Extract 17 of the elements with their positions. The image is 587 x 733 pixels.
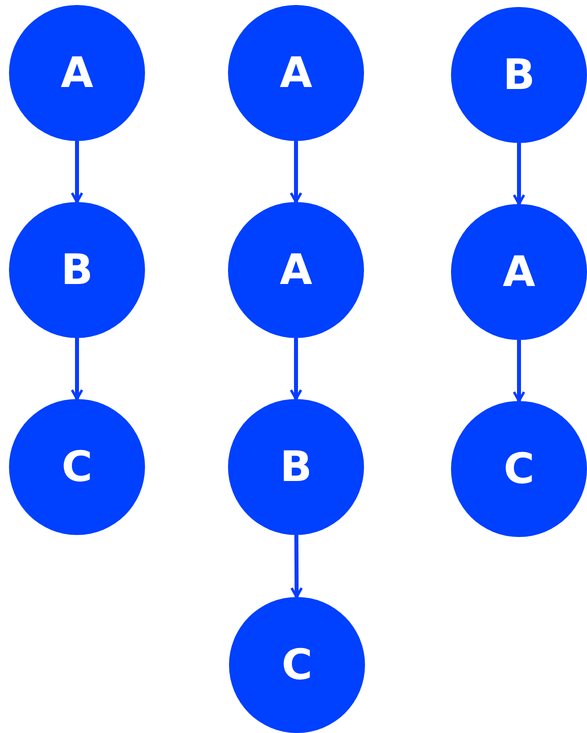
node-label: C <box>62 446 92 488</box>
arrow <box>70 338 84 400</box>
arrow <box>290 141 302 204</box>
arrow <box>512 143 526 206</box>
arrow <box>290 338 302 400</box>
node-label: A <box>280 52 312 94</box>
node-label: A <box>60 52 94 94</box>
node-label: B <box>60 249 93 291</box>
node-label: C <box>282 644 312 686</box>
node-label: C <box>504 448 534 490</box>
node-label: A <box>502 251 536 293</box>
node-label: B <box>502 54 535 96</box>
arrow <box>70 141 84 204</box>
node-label: B <box>280 446 312 488</box>
node-label: A <box>280 249 312 291</box>
arrow <box>512 340 526 402</box>
arrow <box>290 535 303 598</box>
